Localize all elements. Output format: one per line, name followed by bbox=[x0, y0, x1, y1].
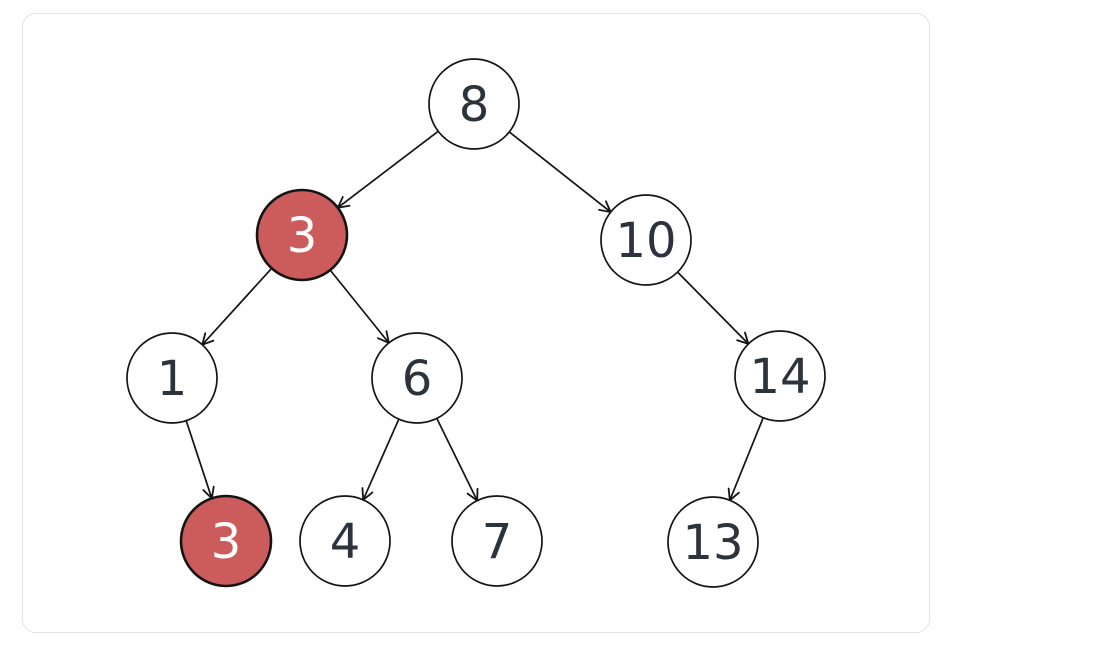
node-value: 8 bbox=[459, 77, 490, 133]
edge-10-to-14 bbox=[676, 271, 750, 346]
node-circle bbox=[734, 330, 826, 422]
node-value: 10 bbox=[615, 213, 676, 269]
node-value: 6 bbox=[402, 351, 433, 407]
tree-nodes: 8 3 10 1 6 14 3 4 bbox=[126, 58, 826, 588]
edge-6-to-4 bbox=[361, 418, 400, 502]
edge-3-to-6 bbox=[329, 269, 391, 345]
edge-14-to-13 bbox=[727, 417, 764, 503]
edge-3-to-1 bbox=[200, 267, 273, 347]
edge-1-to-3 bbox=[185, 420, 215, 501]
node-value: 3 bbox=[287, 208, 318, 264]
node-circle bbox=[600, 194, 692, 286]
tree-node-3-leaf-highlighted: 3 bbox=[179, 494, 273, 588]
node-circle bbox=[299, 495, 391, 587]
edge-6-to-7 bbox=[436, 418, 479, 503]
node-value: 3 bbox=[211, 514, 242, 570]
tree-node-8: 8 bbox=[428, 58, 520, 150]
node-circle bbox=[126, 332, 218, 424]
tree-node-7: 7 bbox=[451, 495, 543, 587]
node-circle bbox=[179, 494, 273, 588]
tree-node-4: 4 bbox=[299, 495, 391, 587]
tree-node-3-highlighted: 3 bbox=[255, 188, 349, 282]
node-value: 13 bbox=[682, 515, 743, 571]
tree-node-10: 10 bbox=[600, 194, 692, 286]
tree-node-14: 14 bbox=[734, 330, 826, 422]
node-value: 14 bbox=[749, 349, 810, 405]
edge-8-to-3 bbox=[336, 130, 439, 209]
tree-node-1: 1 bbox=[126, 332, 218, 424]
node-circle bbox=[371, 332, 463, 424]
edge-8-to-10 bbox=[508, 131, 613, 214]
node-value: 7 bbox=[482, 514, 513, 570]
tree-node-6: 6 bbox=[371, 332, 463, 424]
node-circle bbox=[255, 188, 349, 282]
tree-node-13: 13 bbox=[667, 496, 759, 588]
node-circle bbox=[451, 495, 543, 587]
node-circle bbox=[667, 496, 759, 588]
node-value: 4 bbox=[330, 514, 361, 570]
tree-edges bbox=[185, 130, 764, 503]
node-circle bbox=[428, 58, 520, 150]
node-value: 1 bbox=[157, 351, 188, 407]
